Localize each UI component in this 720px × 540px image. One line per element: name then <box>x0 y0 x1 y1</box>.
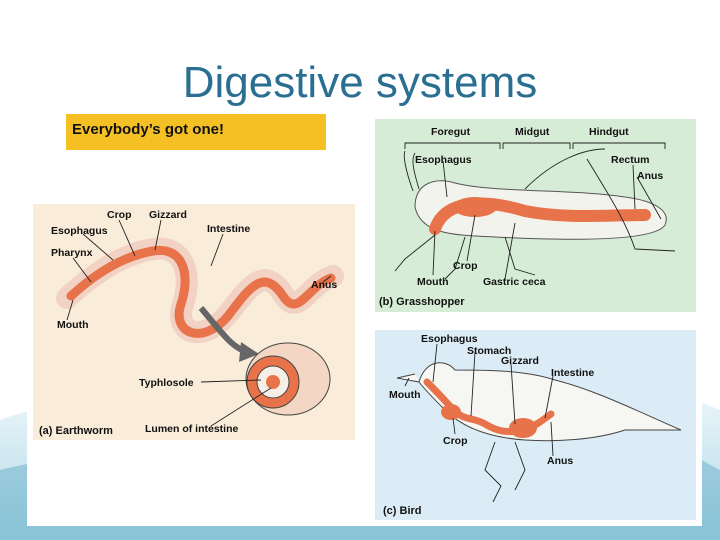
label-anus: Anus <box>311 279 337 291</box>
label-intestine: Intestine <box>207 223 250 235</box>
label-esophagus: Esophagus <box>415 154 472 166</box>
bird-diagram: Esophagus Stomach Gizzard Intestine Mout… <box>375 330 696 520</box>
label-foregut: Foregut <box>431 126 471 138</box>
label-gizzard: Gizzard <box>501 355 539 367</box>
label-gizzard: Gizzard <box>149 209 187 221</box>
grasshopper-caption: (b) Grasshopper <box>379 296 465 308</box>
label-mouth: Mouth <box>389 389 421 401</box>
label-crop: Crop <box>443 435 468 447</box>
label-anus: Anus <box>637 170 663 182</box>
label-lumen: Lumen of intestine <box>145 423 238 435</box>
callout-banner: Everybody’s got one! <box>66 114 326 150</box>
label-rectum: Rectum <box>611 154 650 166</box>
label-mouth: Mouth <box>417 276 449 288</box>
label-crop: Crop <box>107 209 132 221</box>
earthworm-diagram: Crop Gizzard Esophagus Intestine Pharynx… <box>33 204 355 440</box>
label-crop: Crop <box>453 260 478 272</box>
grasshopper-gut <box>429 197 651 235</box>
bird-caption: (c) Bird <box>383 505 422 517</box>
label-esophagus: Esophagus <box>51 225 108 237</box>
grasshopper-diagram: Foregut Midgut Hindgut Esophagus Rectum … <box>375 119 696 312</box>
slide-title: Digestive systems <box>182 58 538 107</box>
label-midgut: Midgut <box>515 126 550 138</box>
label-anus: Anus <box>547 455 573 467</box>
label-stomach: Stomach <box>467 345 511 357</box>
label-intestine: Intestine <box>551 367 594 379</box>
earthworm-caption: (a) Earthworm <box>39 425 113 437</box>
label-typhlosole: Typhlosole <box>139 377 194 389</box>
earthworm-gut <box>66 245 336 338</box>
label-pharynx: Pharynx <box>51 247 93 259</box>
label-mouth: Mouth <box>57 319 89 331</box>
label-gastric-ceca: Gastric ceca <box>483 276 546 288</box>
label-hindgut: Hindgut <box>589 126 629 138</box>
label-esophagus: Esophagus <box>421 333 478 345</box>
